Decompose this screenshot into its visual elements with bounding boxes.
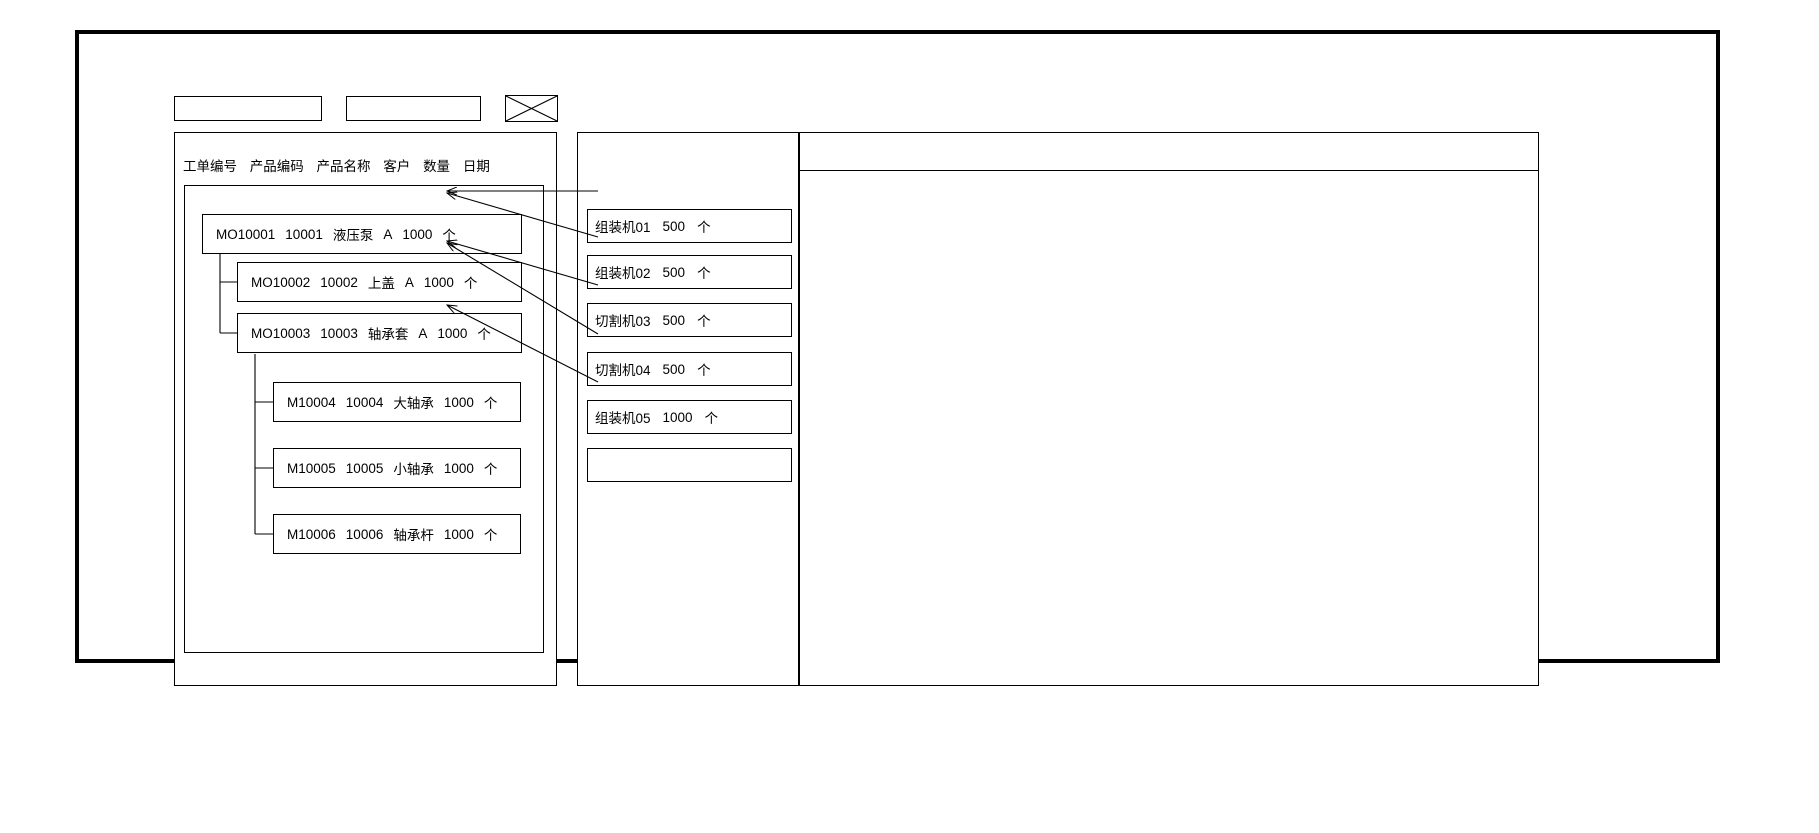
machine-quantity: 500	[662, 264, 686, 280]
cell-order-no: M10005	[287, 460, 336, 476]
machine-name: 切割机04	[595, 363, 651, 378]
cell-order-no: MO10003	[251, 325, 311, 341]
table-row[interactable]: M10004 10004 大轴承 1000 个	[273, 382, 521, 422]
detail-panel-body	[800, 171, 1538, 685]
machine-name: 组装机05	[595, 411, 651, 426]
cell-unit: 个	[442, 228, 456, 243]
cell-product-name: 小轴承	[393, 462, 434, 477]
list-item[interactable]: 组装机05 1000 个	[587, 400, 792, 434]
cross-box-icon[interactable]	[505, 95, 558, 122]
cell-quantity: 1000	[423, 274, 454, 290]
cell-product-code: 10002	[320, 274, 358, 290]
table-row[interactable]: M10005 10005 小轴承 1000 个	[273, 448, 521, 488]
column-header-customer: 客户	[383, 159, 411, 174]
toolbar-field-2[interactable]	[346, 96, 481, 121]
application-window: 工单编号 产品编码 产品名称 客户 数量 日期	[75, 30, 1720, 686]
machine-name: 组装机02	[595, 266, 651, 281]
table-row[interactable]: M10006 10006 轴承杆 1000 个	[273, 514, 521, 554]
column-header-row: 工单编号 产品编码 产品名称 客户 数量 日期	[183, 155, 543, 175]
machine-quantity: 1000	[662, 409, 693, 425]
cell-unit: 个	[463, 276, 478, 291]
table-row[interactable]: MO10003 10003 轴承套 A 1000 个	[237, 313, 522, 353]
cell-customer: A	[418, 325, 428, 341]
cell-product-name: 上盖	[367, 276, 395, 291]
table-row[interactable]: MO10002 10002 上盖 A 1000 个	[237, 262, 522, 302]
work-order-tree: MO10001 10001 液压泵 A 1000 个 MO10002 10002…	[184, 185, 544, 653]
machine-quantity: 500	[662, 361, 686, 377]
machine-quantity: 500	[662, 218, 686, 234]
cell-product-name: 轴承套	[367, 327, 409, 342]
cell-order-no: MO10001	[216, 226, 276, 242]
cell-product-code: 10006	[345, 526, 384, 542]
cell-quantity: 1000	[443, 526, 474, 542]
cell-order-no: M10004	[287, 394, 336, 410]
machine-name: 切割机03	[595, 314, 651, 329]
cell-quantity: 1000	[443, 460, 474, 476]
list-item[interactable]: 组装机01 500 个	[587, 209, 792, 243]
cell-unit: 个	[477, 327, 491, 342]
cell-quantity: 1000	[443, 394, 474, 410]
machine-unit: 个	[697, 220, 711, 235]
cell-unit: 个	[483, 528, 498, 543]
machine-schedule-panel: 组装机01 500 个 组装机02 500 个 切割机03 500 个 切割机0…	[577, 132, 799, 686]
detail-panel-header	[800, 133, 1538, 171]
cell-product-code: 10003	[320, 325, 358, 341]
cross-box-icon-glyph	[506, 96, 557, 121]
cell-order-no: M10006	[287, 526, 336, 542]
cell-quantity: 1000	[437, 325, 468, 341]
detail-panel	[799, 132, 1539, 686]
machine-name: 组装机01	[595, 220, 651, 235]
column-header-date: 日期	[462, 159, 490, 174]
cell-product-code: 10004	[345, 394, 384, 410]
column-header-product-name: 产品名称	[316, 159, 371, 174]
machine-unit: 个	[697, 314, 711, 329]
machine-unit: 个	[697, 266, 711, 281]
list-item[interactable]: 切割机03 500 个	[587, 303, 792, 337]
column-header-order-no: 工单编号	[183, 159, 237, 174]
cell-product-code: 10001	[285, 226, 323, 242]
column-header-product-code: 产品编码	[249, 159, 304, 174]
list-item[interactable]	[587, 448, 792, 482]
machine-unit: 个	[704, 411, 719, 426]
cell-unit: 个	[483, 396, 498, 411]
cell-product-name: 大轴承	[393, 396, 434, 411]
cell-order-no: MO10002	[251, 274, 311, 290]
list-item[interactable]: 组装机02 500 个	[587, 255, 792, 289]
machine-quantity: 500	[662, 312, 686, 328]
table-row[interactable]: MO10001 10001 液压泵 A 1000 个	[202, 214, 522, 254]
cell-product-code: 10005	[345, 460, 384, 476]
cell-customer: A	[383, 226, 393, 242]
toolbar-field-1[interactable]	[174, 96, 322, 121]
cell-customer: A	[404, 274, 414, 290]
column-header-quantity: 数量	[423, 159, 451, 174]
cell-unit: 个	[483, 462, 498, 477]
list-item[interactable]: 切割机04 500 个	[587, 352, 792, 386]
work-order-panel: 工单编号 产品编码 产品名称 客户 数量 日期	[174, 132, 557, 686]
cell-quantity: 1000	[402, 226, 433, 242]
cell-product-name: 液压泵	[332, 228, 374, 243]
cell-product-name: 轴承杆	[393, 528, 434, 543]
machine-unit: 个	[697, 363, 711, 378]
